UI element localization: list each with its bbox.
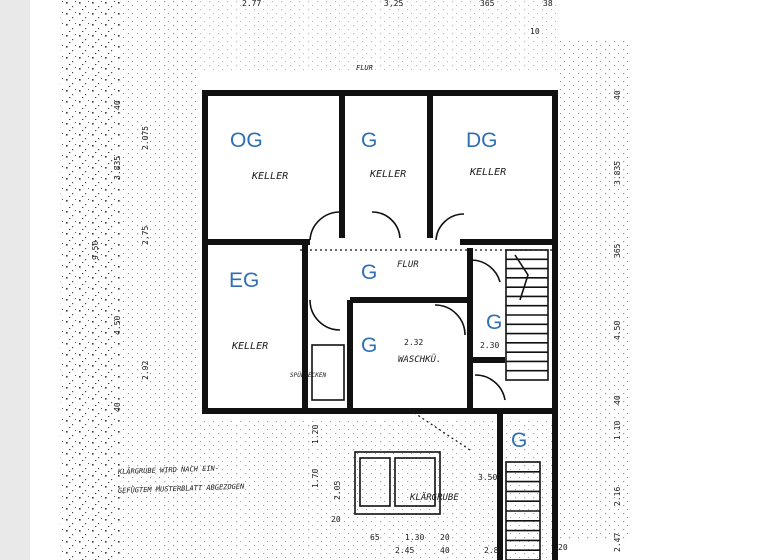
dim-left-9: 1.20: [311, 425, 320, 444]
room-label-spuelbecken: SPÜLBECKEN: [290, 372, 327, 379]
dim-left-11: 2.05: [333, 481, 342, 500]
dim-left-2: 2.075: [141, 126, 150, 150]
tag-g-stair: G: [511, 429, 527, 452]
tag-g-right: G: [486, 311, 502, 334]
dim-right-3: 365: [613, 243, 622, 258]
dim-top-c: 365: [480, 0, 495, 8]
room-label-flur: FLUR: [397, 260, 419, 270]
dim-right-7: 2.16: [613, 487, 622, 506]
dim-bottom-7: 2.80: [484, 546, 503, 555]
room-label-keller-g: KELLER: [369, 169, 406, 180]
dim-left-8: 40: [113, 402, 122, 412]
dim-mid-1: 2.32: [404, 338, 423, 347]
dim-mid-3: 3.50: [478, 473, 497, 482]
dim-left-7: 2.92: [141, 361, 150, 380]
dim-right-8: 2.47: [613, 533, 622, 552]
tag-og: OG: [230, 129, 263, 152]
dim-bottom-1: 20: [331, 515, 341, 524]
room-label-flur-top: FLUR: [356, 64, 373, 72]
dim-left-4: 9.50: [91, 241, 100, 260]
dim-left-6: 4.50: [113, 316, 122, 335]
dim-left-10: 1.70: [311, 469, 320, 488]
tag-g-top: G: [361, 129, 377, 152]
dim-left-5: 2,75: [141, 226, 150, 245]
stairs: [505, 249, 549, 560]
dim-bottom-3: 1.30: [405, 533, 424, 542]
dim-left-1: 40: [113, 100, 122, 110]
dim-top-e: 10: [530, 27, 540, 36]
tag-g-flur: G: [361, 261, 377, 284]
dimensions: 2.77 3,25 365 38 10 40 2.075 3.835 9.50 …: [91, 0, 622, 555]
dim-right-6: 1.10: [613, 421, 622, 440]
tag-dg: DG: [466, 129, 498, 152]
dim-bottom-4: 20: [440, 533, 450, 542]
dim-right-2: 3.835: [613, 161, 622, 185]
dim-bottom-6: 40: [440, 546, 450, 555]
room-label-keller-dg: KELLER: [469, 167, 506, 178]
floor-tags: OG G DG EG G G G G: [229, 129, 527, 452]
room-label-klaergrube: KLÄRGRUBE: [409, 492, 459, 503]
room-label-keller-og: KELLER: [251, 171, 288, 182]
dim-top-d: 38: [543, 0, 553, 8]
walls: [202, 90, 558, 560]
dim-bottom-2: 65: [370, 533, 380, 542]
dim-bottom-8: 20: [558, 543, 568, 552]
dim-right-1: 40: [613, 90, 622, 100]
dim-top-a: 2.77: [242, 0, 261, 8]
klaergrube-note-line-2: GEFÜGTEM MUSTERBLATT ABGEZOGEN: [118, 482, 245, 495]
room-label-keller-eg: KELLER: [231, 341, 268, 352]
dim-mid-2: 2.30: [480, 341, 499, 350]
dim-right-4: 4.50: [613, 321, 622, 340]
tag-g-center: G: [361, 334, 377, 357]
dim-bottom-5: 2.45: [395, 546, 414, 555]
dim-top-b: 3,25: [384, 0, 403, 8]
scan-noise: [0, 0, 630, 560]
room-labels: KELLER KELLER KELLER KELLER FLUR FLUR WA…: [117, 64, 506, 503]
room-label-waschkueche: WASCHKÜ.: [398, 354, 441, 365]
door-swings: [300, 211, 560, 451]
dim-right-5: 40: [613, 395, 622, 405]
klaergrube-note-line-1: KLÄRGRUBE WIRD NACH EIN-: [117, 463, 219, 476]
tag-eg: EG: [229, 269, 259, 292]
dim-left-3: 3.835: [113, 156, 122, 180]
